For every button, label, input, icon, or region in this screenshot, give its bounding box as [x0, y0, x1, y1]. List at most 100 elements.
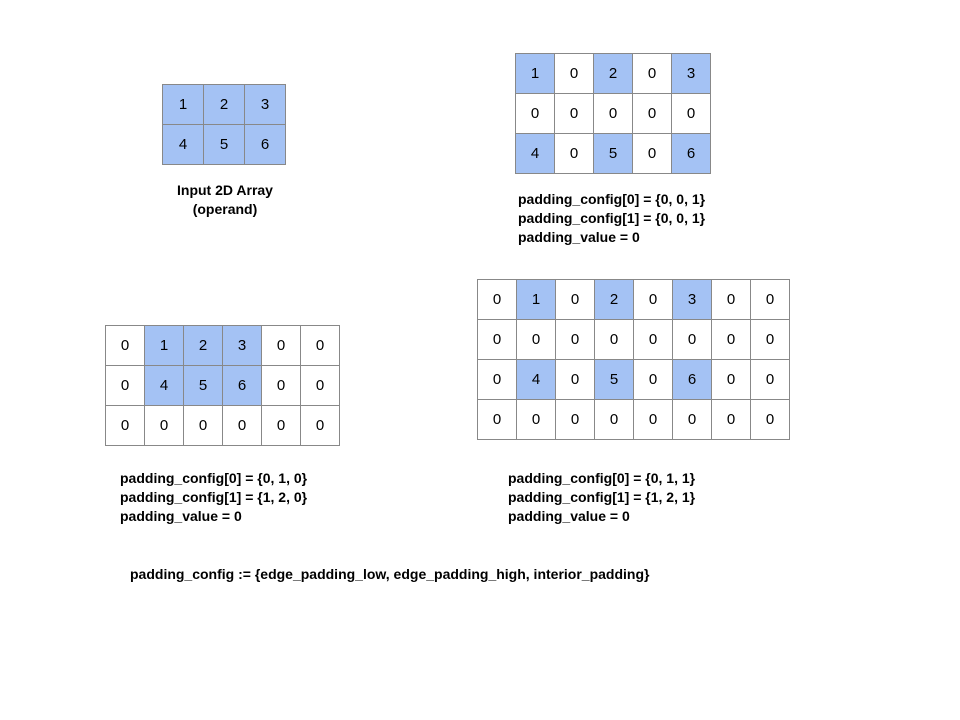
grid-cell: 0	[477, 359, 517, 400]
padding-config-label: padding_config[1] = {1, 2, 1}	[508, 489, 696, 505]
padding-config-label: padding_config[1] = {1, 2, 0}	[120, 489, 308, 505]
interior-padding-labels: padding_config[0] = {0, 0, 1} padding_co…	[518, 190, 705, 247]
grid-cell: 0	[554, 93, 594, 134]
grid-cell: 5	[594, 359, 634, 400]
grid-cell: 0	[711, 319, 751, 360]
grid-cell: 1	[515, 53, 555, 94]
grid-cell: 0	[105, 365, 145, 406]
grid-cell: 3	[222, 325, 262, 366]
grid-cell: 0	[300, 405, 340, 446]
grid-cell: 0	[711, 279, 751, 320]
grid-cell: 0	[105, 405, 145, 446]
grid-cell: 0	[516, 399, 556, 440]
grid-cell: 0	[750, 319, 790, 360]
grid-cell: 0	[555, 359, 595, 400]
grid-cell: 0	[555, 319, 595, 360]
grid-cell: 0	[633, 359, 673, 400]
grid-cell: 0	[144, 405, 184, 446]
padding-config-label: padding_config[0] = {0, 1, 0}	[120, 470, 308, 486]
grid-cell: 0	[672, 319, 712, 360]
grid-cell: 0	[633, 279, 673, 320]
grid-cell: 5	[593, 133, 633, 174]
grid-cell: 2	[594, 279, 634, 320]
grid-cell: 0	[222, 405, 262, 446]
grid-cell: 6	[222, 365, 262, 406]
grid-cell: 0	[300, 325, 340, 366]
grid-cell: 5	[203, 124, 245, 165]
grid-cell: 6	[244, 124, 286, 165]
grid-cell: 0	[477, 319, 517, 360]
grid-cell: 0	[594, 319, 634, 360]
grid-cell: 5	[183, 365, 223, 406]
grid-cell: 4	[516, 359, 556, 400]
grid-cell: 0	[633, 319, 673, 360]
padding-config-label: padding_config[0] = {0, 0, 1}	[518, 191, 706, 207]
input-array-caption-line2: (operand)	[192, 201, 258, 217]
grid-cell: 6	[671, 133, 711, 174]
padding-config-formula: padding_config := {edge_padding_low, edg…	[130, 566, 650, 582]
grid-cell: 4	[144, 365, 184, 406]
combined-padding-labels: padding_config[0] = {0, 1, 1} padding_co…	[508, 469, 695, 526]
grid-cell: 0	[594, 399, 634, 440]
input-array-caption: Input 2D Array (operand)	[125, 181, 325, 219]
padding-config-label: padding_config[0] = {0, 1, 1}	[508, 470, 696, 486]
grid-cell: 0	[750, 359, 790, 400]
grid-cell: 0	[515, 93, 555, 134]
grid-cell: 0	[672, 399, 712, 440]
edge-padding-labels: padding_config[0] = {0, 1, 0} padding_co…	[120, 469, 307, 526]
grid-cell: 0	[633, 399, 673, 440]
grid-cell: 4	[515, 133, 555, 174]
grid-cell: 3	[672, 279, 712, 320]
grid-cell: 0	[554, 53, 594, 94]
grid-cell: 0	[671, 93, 711, 134]
grid-cell: 0	[711, 359, 751, 400]
grid-cell: 0	[477, 279, 517, 320]
grid-cell: 6	[672, 359, 712, 400]
input-array-caption-line1: Input 2D Array	[177, 182, 273, 198]
grid-cell: 3	[244, 84, 286, 125]
padding-value-label: padding_value = 0	[120, 508, 242, 524]
grid-cell: 0	[477, 399, 517, 440]
grid-cell: 4	[162, 124, 204, 165]
grid-cell: 0	[555, 399, 595, 440]
grid-cell: 1	[162, 84, 204, 125]
grid-cell: 0	[632, 53, 672, 94]
grid-cell: 0	[183, 405, 223, 446]
grid-cell: 0	[750, 279, 790, 320]
grid-cell: 0	[516, 319, 556, 360]
grid-cell: 0	[632, 133, 672, 174]
padding-value-label: padding_value = 0	[518, 229, 640, 245]
grid-cell: 0	[593, 93, 633, 134]
padding-value-label: padding_value = 0	[508, 508, 630, 524]
grid-cell: 0	[750, 399, 790, 440]
padding-config-label: padding_config[1] = {0, 0, 1}	[518, 210, 706, 226]
grid-cell: 0	[632, 93, 672, 134]
grid-cell: 2	[203, 84, 245, 125]
grid-cell: 0	[261, 325, 301, 366]
grid-cell: 3	[671, 53, 711, 94]
grid-cell: 0	[554, 133, 594, 174]
grid-cell: 0	[711, 399, 751, 440]
grid-cell: 1	[516, 279, 556, 320]
grid-cell: 2	[183, 325, 223, 366]
grid-cell: 0	[555, 279, 595, 320]
grid-cell: 0	[261, 365, 301, 406]
grid-cell: 0	[105, 325, 145, 366]
grid-cell: 0	[261, 405, 301, 446]
grid-cell: 1	[144, 325, 184, 366]
